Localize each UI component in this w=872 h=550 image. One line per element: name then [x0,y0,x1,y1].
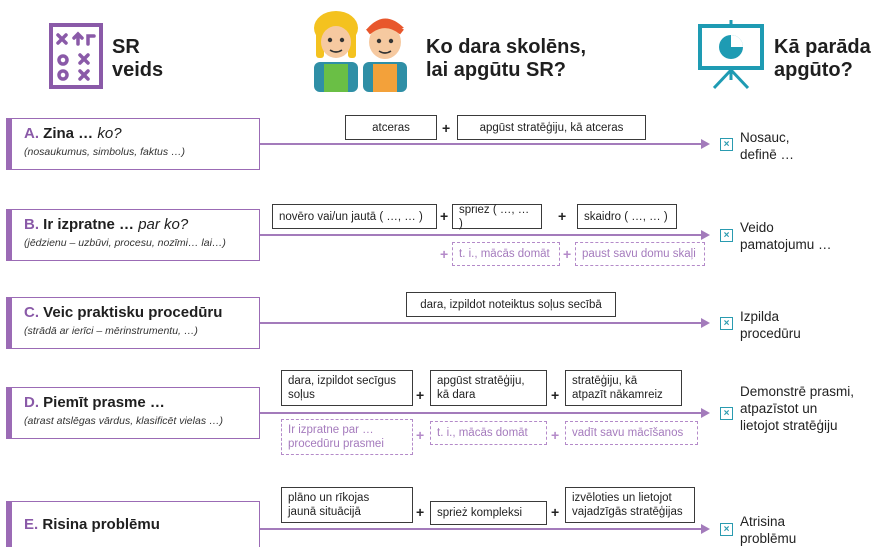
strategy-board-icon [48,22,104,90]
step-a-1: atceras [345,115,437,140]
arrow-row-c [260,322,702,324]
sr-type-c-subtitle: (strādā ar ierīci – mērinstrumentu, …) [24,325,198,337]
sr-type-d: D. Piemīt prasme … (atrast atslēgas vārd… [6,387,260,439]
sr-type-a-title: A. Zina … ko? [24,125,122,142]
step-a-2: apgūst stratēģiju, kā atceras [457,115,646,140]
check-icon: × [720,229,733,242]
plus-sign-light: + [416,427,425,443]
step-b-3: skaidro ( …, … ) [577,204,677,229]
result-a: Nosauc,definē … [740,130,795,162]
check-icon: × [720,523,733,536]
sr-type-c: C. Veic praktisku procedūru (strādā ar i… [6,297,260,349]
plus-sign: + [416,387,425,403]
presentation-chart-icon [696,18,766,90]
dashed-step-b-2: paust savu domu skaļi [575,242,705,266]
step-e-2: sprież kompleksi [430,501,547,525]
step-b-2: sprież ( …, … ) [452,204,542,230]
dashed-step-d-3: vadīt savu mācīšanos [565,421,698,445]
sr-type-b: B. Ir izpratne … par ko? (jēdzienu – uzb… [6,209,260,261]
arrow-head-row-c [701,318,710,328]
header-show-learned: Kā parāda apgūto? [774,36,871,81]
arrow-row-b [260,234,702,236]
plus-sign-light: + [551,427,560,443]
arrow-row-d [260,412,702,414]
students-icon [306,8,414,92]
dashed-step-d-1: Ir izpratne par …procedūru prasmei [281,419,413,455]
arrow-head-row-b [701,230,710,240]
sr-type-b-title: B. Ir izpratne … par ko? [24,216,189,233]
plus-sign: + [551,387,560,403]
sr-type-c-title: C. Veic praktisku procedūru [24,304,223,321]
plus-sign: + [442,120,451,136]
header-student-action: Ko dara skolēns, lai apgūtu SR? [426,36,587,81]
dashed-step-d-2: t. i., mācās domāt [430,421,547,445]
sr-type-e-title: E. Risina problēmu [24,516,160,533]
step-c-1: dara, izpildot noteiktus soļus secībā [406,292,616,317]
sr-type-d-title: D. Piemīt prasme … [24,394,165,411]
check-icon: × [720,138,733,151]
sr-type-e: E. Risina problēmu [6,501,260,547]
arrow-head-row-d [701,408,710,418]
check-icon: × [720,407,733,420]
step-b-1: novēro vai/un jautā ( …, … ) [272,204,437,229]
header-sr-type: SR veids [112,36,164,81]
plus-sign: + [551,504,560,520]
dashed-step-b-1: t. i., mācās domāt [452,242,560,266]
sr-type-b-subtitle: (jēdzienu – uzbūvi, procesu, nozīmi… lai… [24,237,226,249]
arrow-row-e [260,528,702,530]
sr-type-a: A. Zina … ko? (nosaukumus, simbolus, fak… [6,118,260,170]
arrow-head-row-e [701,524,710,534]
plus-sign-light: + [563,246,572,262]
plus-sign: + [416,504,425,520]
check-icon: × [720,317,733,330]
sr-type-a-subtitle: (nosaukumus, simbolus, faktus …) [24,146,186,158]
arrow-row-a [260,143,702,145]
plus-sign: + [440,208,449,224]
plus-sign-light: + [440,246,449,262]
sr-type-d-subtitle: (atrast atslēgas vārdus, klasificēt viel… [24,415,223,427]
plus-sign: + [558,208,567,224]
arrow-head-row-a [701,139,710,149]
step-d-2: apgūst stratēģiju,kā dara [430,370,547,406]
